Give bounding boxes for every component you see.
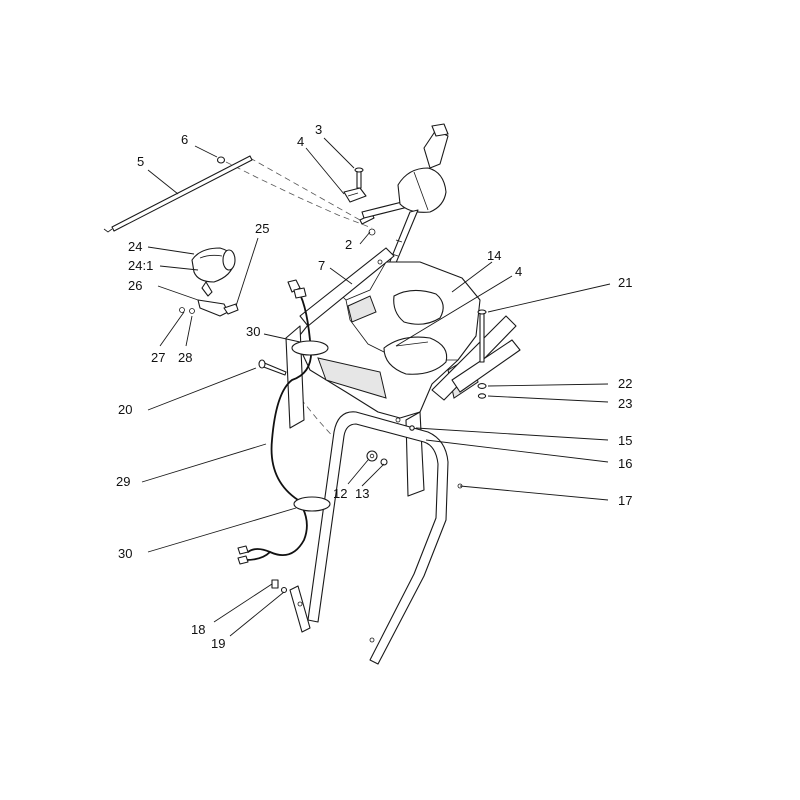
callout-13: 13	[355, 486, 369, 501]
callout-24-1: 24:1	[128, 258, 153, 273]
control-rod	[103, 155, 253, 233]
callout-5: 5	[137, 154, 144, 169]
right-bolt-washers	[477, 309, 487, 399]
callout-15: 15	[618, 433, 632, 448]
callout-29: 29	[116, 474, 130, 489]
small-screw	[409, 425, 415, 431]
callout-22: 22	[618, 376, 632, 391]
callout-21: 21	[618, 275, 632, 290]
callout-6: 6	[181, 132, 188, 147]
callout-17: 17	[618, 493, 632, 508]
callout-23: 23	[618, 396, 632, 411]
callout-14: 14	[487, 248, 501, 263]
lower-handle-frame	[289, 411, 463, 665]
callout-30-top: 30	[246, 324, 260, 339]
callout-4-top: 4	[297, 134, 304, 149]
callout-18: 18	[191, 622, 205, 637]
leader-lines	[141, 137, 611, 637]
headlight	[179, 247, 239, 317]
washer-bolt	[366, 450, 388, 466]
callout-28: 28	[178, 350, 192, 365]
callout-4-right: 4	[515, 264, 522, 279]
assembly-lines	[225, 157, 373, 441]
callout-20: 20	[118, 402, 132, 417]
long-bolt	[258, 359, 287, 376]
callout-2: 2	[345, 237, 352, 252]
callout-labels: 6 5 3 4 2 7 24 24:1 25 26 27 28 30 20 29…	[116, 122, 632, 651]
callout-12: 12	[333, 486, 347, 501]
callout-27: 27	[151, 350, 165, 365]
lower-bolt-nut	[271, 579, 288, 594]
callout-16: 16	[618, 456, 632, 471]
callout-24: 24	[128, 239, 142, 254]
bolt-and-bracket	[343, 167, 367, 203]
callout-7: 7	[318, 258, 325, 273]
callout-26: 26	[128, 278, 142, 293]
control-panel	[295, 261, 481, 419]
callout-19: 19	[211, 636, 225, 651]
callout-25: 25	[255, 221, 269, 236]
cable-ties	[291, 340, 331, 512]
callout-3: 3	[315, 122, 322, 137]
callout-30-bottom: 30	[118, 546, 132, 561]
rod-nut	[216, 156, 226, 164]
